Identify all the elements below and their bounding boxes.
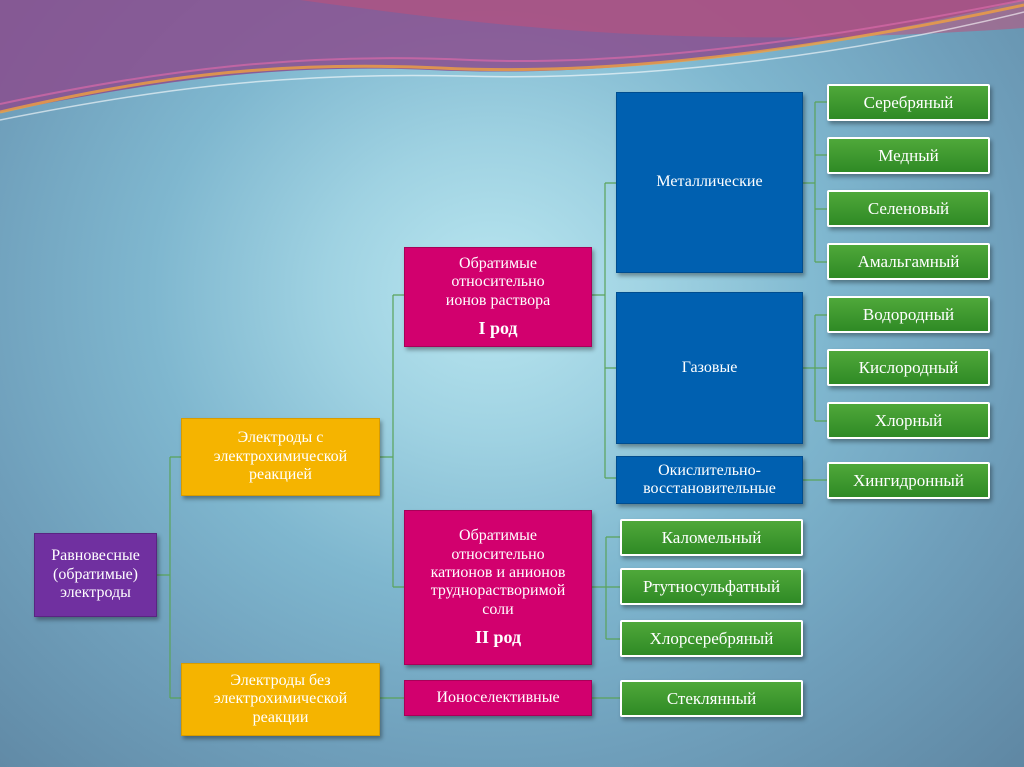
type-second-kind-label: Обратимые относительно катионов и анионо… [430, 527, 566, 618]
leaf-mercury-sulfate: Ртутносульфатный [620, 568, 803, 605]
group-metallic-label: Металлические [656, 173, 763, 191]
leaf-glass-label: Стеклянный [666, 688, 757, 708]
ion-selective: Ионоселективные [404, 680, 592, 716]
leaf-silver: Серебряный [827, 84, 990, 121]
leaf-chlorine-label: Хлорный [874, 410, 943, 430]
group-redox-label: Окислительно- восстановительные [643, 461, 776, 497]
leaf-amalgam: Амальгамный [827, 243, 990, 280]
leaf-calomel-label: Каломельный [661, 527, 762, 547]
type-second-kind: Обратимые относительно катионов и анионо… [404, 510, 592, 665]
leaf-glass: Стеклянный [620, 680, 803, 717]
leaf-selenium-label: Селеновый [867, 198, 950, 218]
leaf-silver-label: Серебряный [863, 92, 954, 112]
leaf-chlorine: Хлорный [827, 402, 990, 439]
leaf-mercury-sulfate-label: Ртутносульфатный [642, 576, 781, 596]
leaf-amalgam-label: Амальгамный [857, 251, 960, 271]
leaf-quinhydrone-label: Хингидронный [853, 470, 964, 490]
root-label: Равновесные (обратимые) электроды [51, 547, 140, 602]
decorative-header-waves [0, 0, 1024, 121]
leaf-oxygen: Кислородный [827, 349, 990, 386]
category-with-reaction: Электроды с электрохимической реакцией [181, 418, 380, 496]
leaf-quinhydrone: Хингидронный [827, 462, 990, 499]
leaf-copper-label: Медный [878, 145, 939, 165]
category-with-reaction-label: Электроды с электрохимической реакцией [213, 429, 348, 484]
leaf-calomel: Каломельный [620, 519, 803, 556]
type-first-kind-rod: I род [478, 318, 518, 339]
leaf-hydrogen: Водородный [827, 296, 990, 333]
type-first-kind: Обратимые относительно ионов раствора I … [404, 247, 592, 347]
leaf-selenium: Селеновый [827, 190, 990, 227]
group-gas-label: Газовые [681, 358, 738, 376]
leaf-oxygen-label: Кислородный [858, 357, 959, 377]
leaf-copper: Медный [827, 137, 990, 174]
leaf-silver-chloride: Хлорсеребряный [620, 620, 803, 657]
type-first-kind-label: Обратимые относительно ионов раствора [445, 255, 551, 309]
root-equilibrium-electrodes: Равновесные (обратимые) электроды [34, 533, 157, 617]
group-metallic: Металлические [616, 92, 803, 273]
leaf-hydrogen-label: Водородный [862, 304, 955, 324]
category-without-reaction-label: Электроды без электрохимической реакции [213, 671, 348, 726]
group-gas: Газовые [616, 292, 803, 444]
type-second-kind-rod: II род [474, 627, 522, 648]
category-without-reaction: Электроды без электрохимической реакции [181, 663, 380, 736]
group-redox: Окислительно- восстановительные [616, 456, 803, 504]
leaf-silver-chloride-label: Хлорсеребряный [649, 628, 774, 648]
ion-selective-label: Ионоселективные [436, 688, 560, 706]
